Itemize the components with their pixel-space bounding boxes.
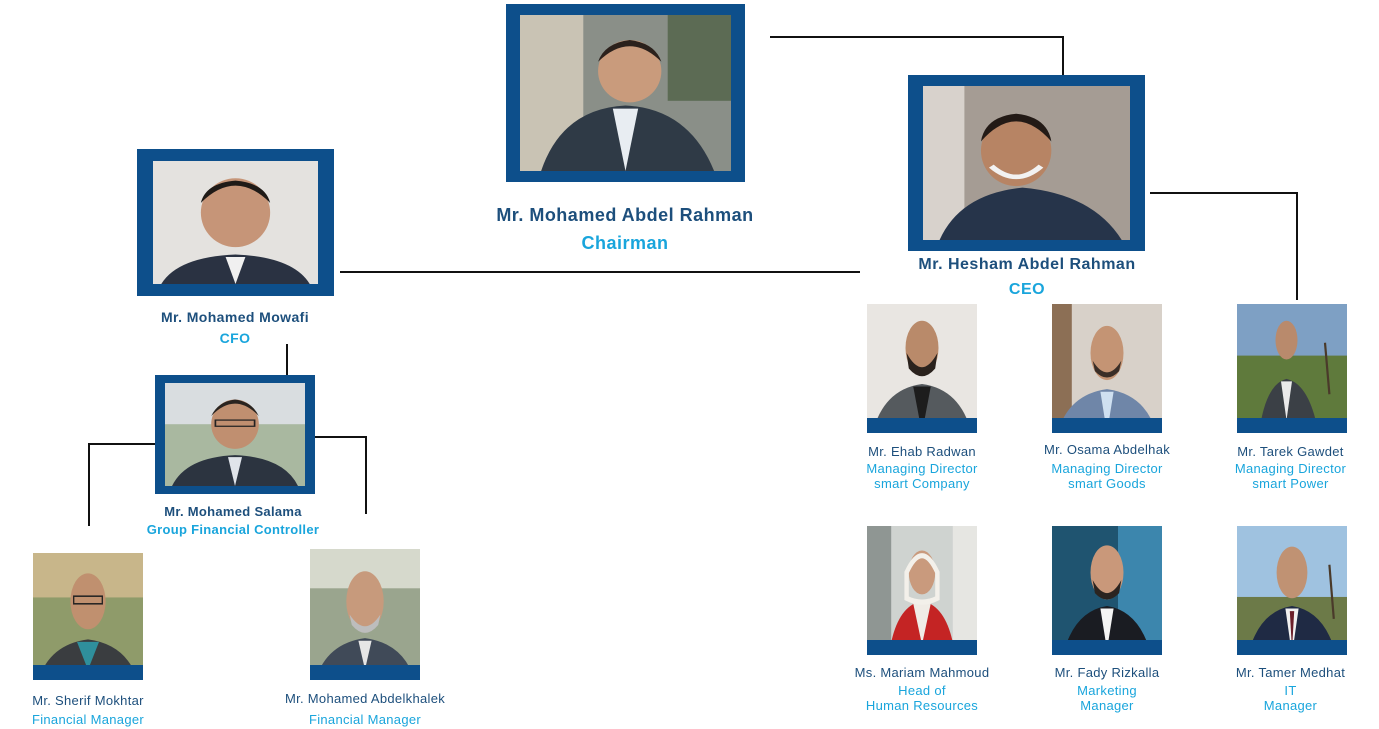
finance-manager-name-1: Mr. Sherif Mokhtar: [32, 693, 144, 708]
director-title-6-line2: Manager: [1263, 698, 1318, 713]
controller-photo-frame: [155, 375, 315, 494]
chairman-title: Chairman: [581, 233, 669, 253]
connector-cfo-to-controller: [286, 344, 288, 375]
connector-chairman-to-ceo-vertical: [1062, 36, 1064, 80]
ceo-photo: [923, 86, 1130, 240]
director-photo-3: [1237, 304, 1347, 433]
director-title-4-line2: Human Resources: [865, 698, 979, 713]
director-photo-2: [1052, 304, 1162, 433]
director-photo-2-bar: [1052, 418, 1162, 433]
director-name-2: Mr. Osama Abdelhak: [1043, 442, 1171, 457]
director-photo-3-bar: [1237, 418, 1347, 433]
connector-cfo-to-ceo: [340, 271, 860, 273]
cfo-title: CFO: [219, 330, 251, 346]
director-title-1-line1: Managing Director: [866, 461, 978, 476]
director-title-1-line2: smart Company: [874, 476, 970, 491]
director-title-3-line2: smart Power: [1252, 476, 1329, 491]
director-title-5-line1: Marketing: [1077, 683, 1137, 698]
director-title-2-line2: smart Goods: [1068, 476, 1146, 491]
ceo-photo-frame: [908, 75, 1145, 251]
cfo-photo: [153, 161, 318, 284]
chairman-photo-frame: [506, 4, 745, 182]
director-title-3-line1: Managing Director: [1234, 461, 1347, 476]
finance-manager-title-2: Financial Manager: [308, 712, 422, 727]
director-photo-5-bar: [1052, 640, 1162, 655]
chairman-name: Mr. Mohamed Abdel Rahman: [496, 205, 754, 225]
cfo-photo-frame: [137, 149, 334, 296]
director-title-6-line1: IT: [1284, 683, 1297, 698]
connector-ceo-right-horizontal: [1150, 192, 1298, 194]
ceo-name: Mr. Hesham Abdel Rahman: [918, 256, 1136, 273]
finance-manager-title-1: Financial Manager: [31, 712, 145, 727]
director-photo-4: [867, 526, 977, 655]
chairman-photo: [520, 15, 731, 171]
controller-name: Mr. Mohamed Salama: [164, 504, 302, 519]
controller-photo: [165, 383, 305, 486]
director-name-4: Ms. Mariam Mahmoud: [854, 665, 990, 680]
director-photo-4-bar: [867, 640, 977, 655]
finance-manager-photo-2: [310, 549, 420, 680]
connector-ceo-right-vertical: [1296, 192, 1298, 300]
director-photo-1: [867, 304, 977, 433]
director-title-2-line1: Managing Director: [1051, 461, 1163, 476]
director-title-4-line1: Head of: [898, 683, 946, 698]
finance-manager-photo-1: [33, 553, 143, 680]
connector-chairman-to-ceo-horizontal: [770, 36, 1064, 38]
ceo-title: CEO: [1008, 281, 1046, 298]
director-photo-6: [1237, 526, 1347, 655]
finance-manager-name-2: Mr. Mohamed Abdelkhalek: [284, 691, 446, 706]
director-name-1: Mr. Ehab Radwan: [868, 444, 976, 459]
connector-controller-left-vertical: [88, 443, 90, 526]
director-name-3: Mr. Tarek Gawdet: [1237, 444, 1344, 459]
finance-manager-photo-2-bar: [310, 665, 420, 680]
cfo-name: Mr. Mohamed Mowafi: [161, 309, 309, 325]
director-title-5-line2: Manager: [1080, 698, 1134, 713]
director-name-6: Mr. Tamer Medhat: [1235, 665, 1346, 680]
director-photo-6-bar: [1237, 640, 1347, 655]
finance-manager-photo-1-bar: [33, 665, 143, 680]
connector-controller-left-horizontal: [88, 443, 156, 445]
director-photo-5: [1052, 526, 1162, 655]
director-photo-1-bar: [867, 418, 977, 433]
director-name-5: Mr. Fady Rizkalla: [1054, 665, 1160, 680]
connector-controller-right-vertical: [365, 436, 367, 514]
controller-title: Group Financial Controller: [146, 522, 320, 537]
connector-controller-right-horizontal: [314, 436, 367, 438]
